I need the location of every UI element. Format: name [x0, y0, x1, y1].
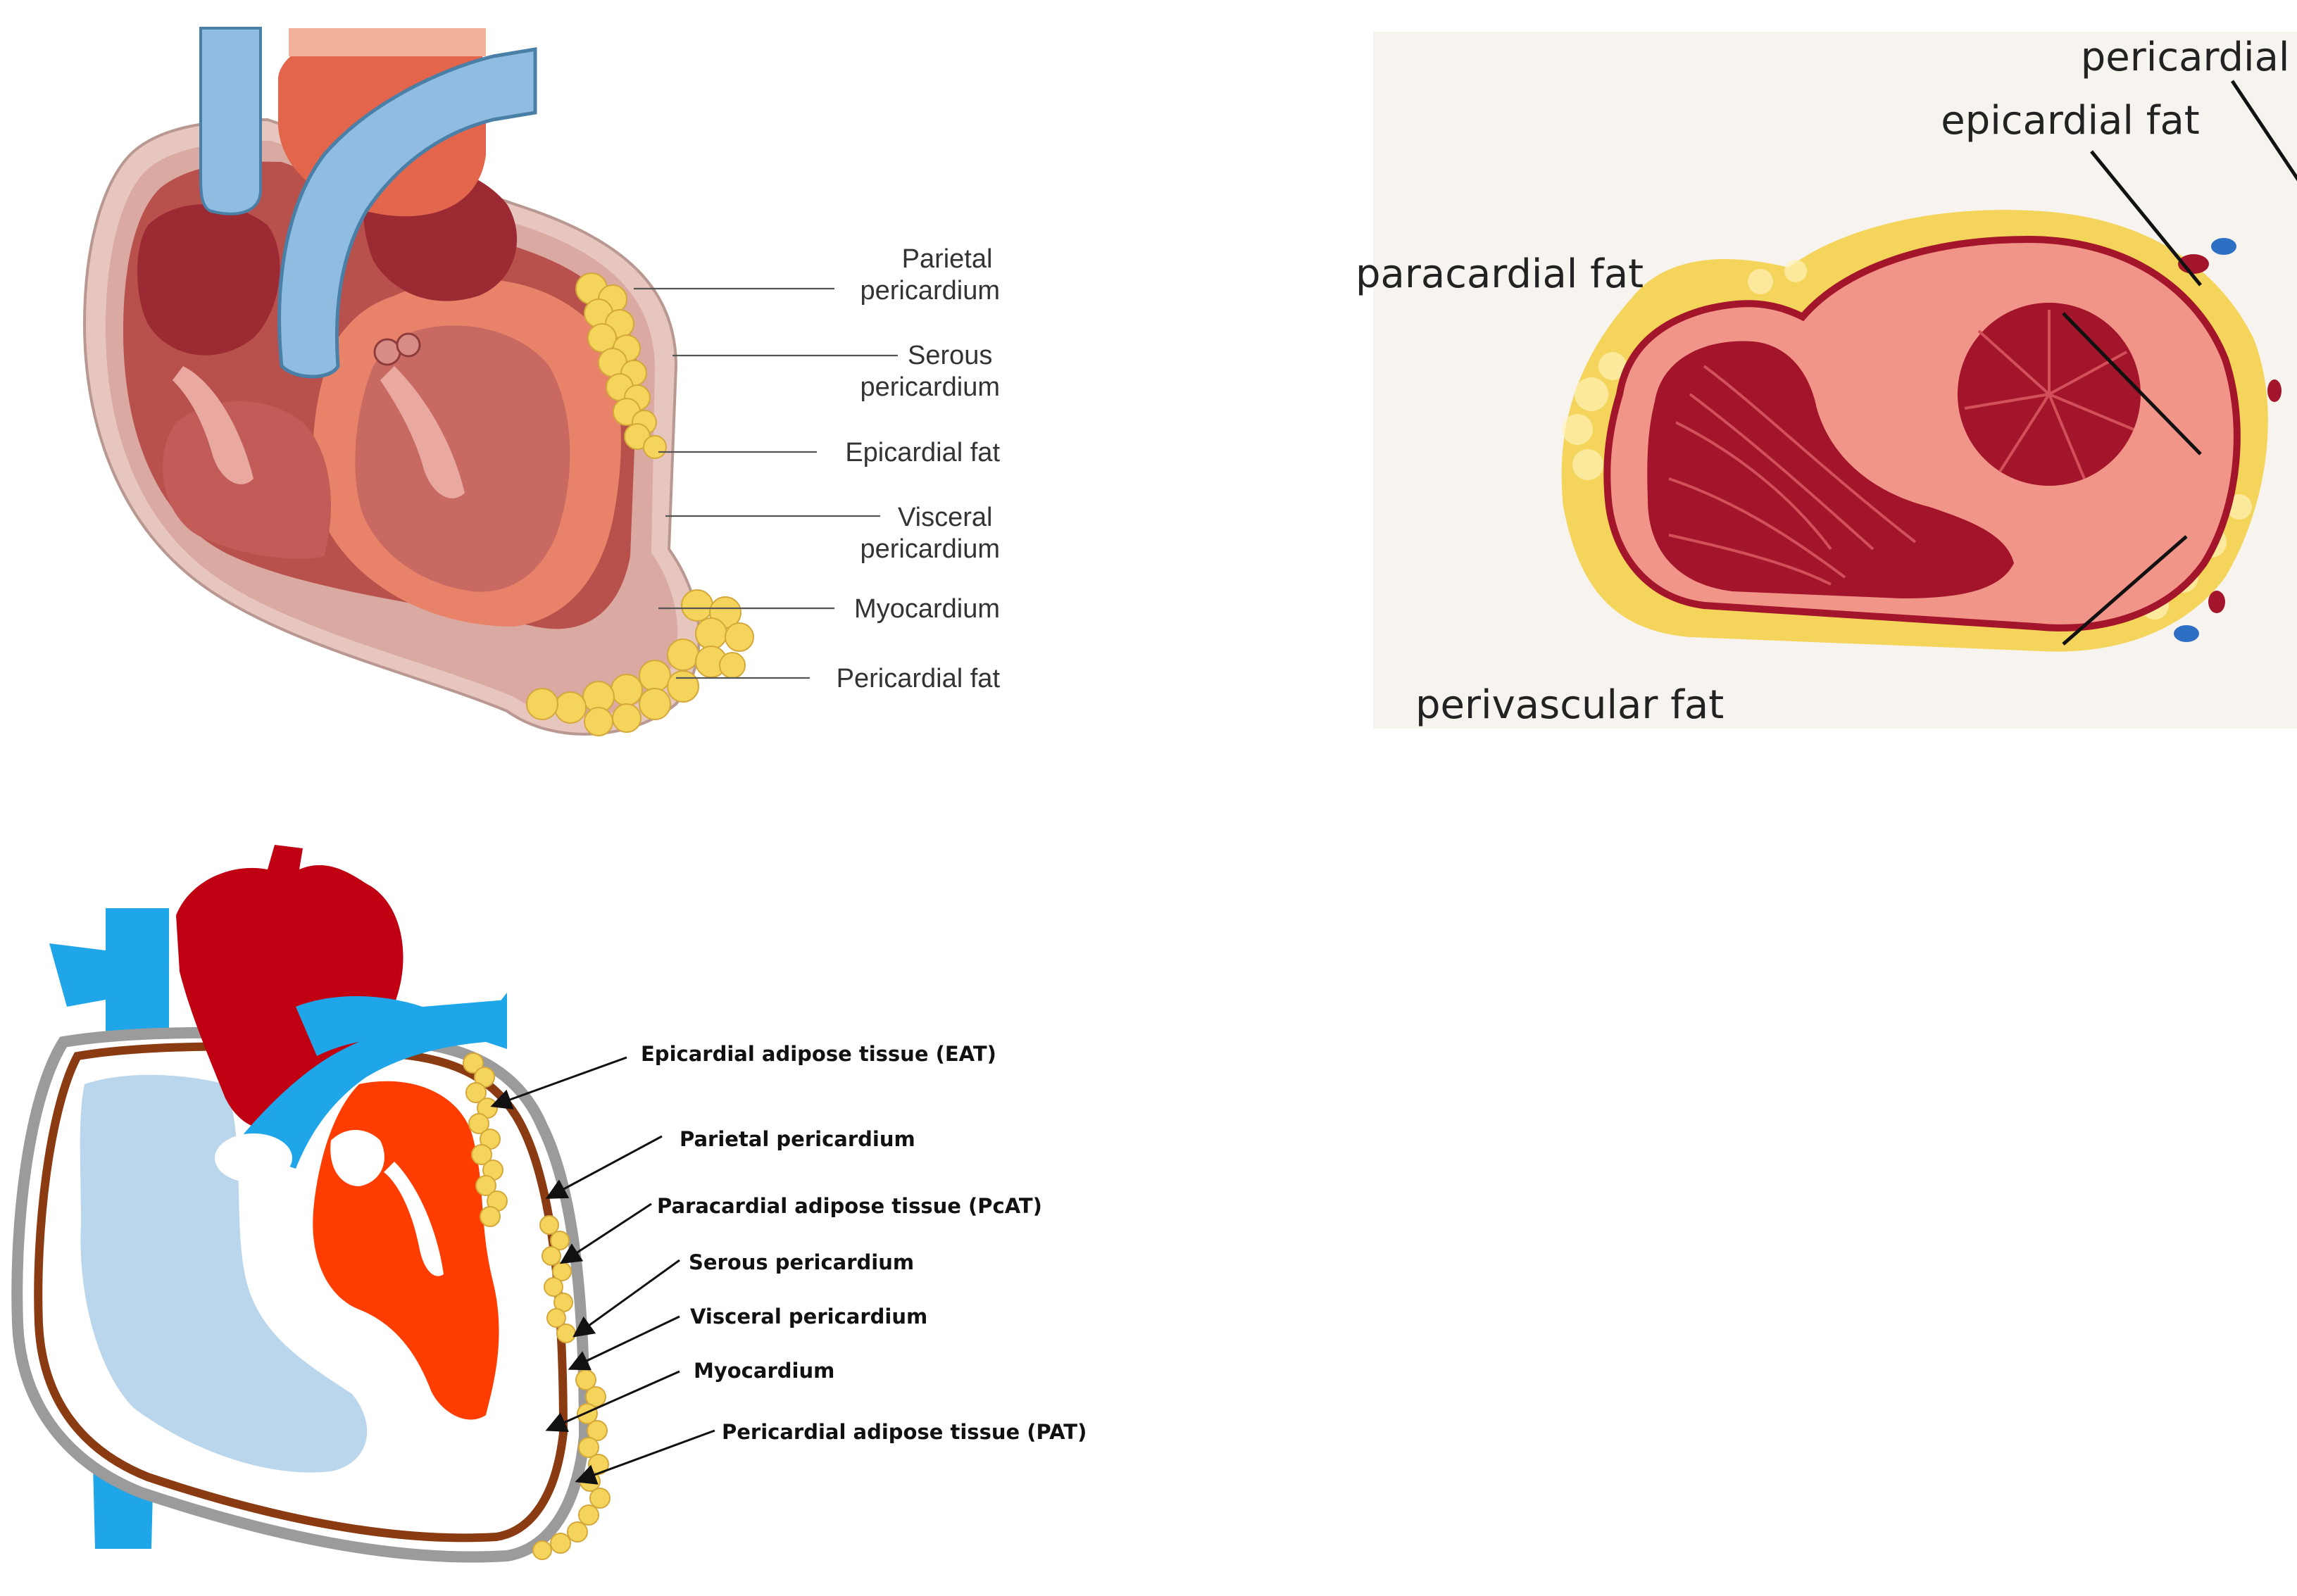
- paracardial-fat-globules: [539, 1215, 576, 1343]
- pulmonary-valve: [215, 1133, 292, 1183]
- leader-arrow: [490, 1056, 627, 1110]
- label-serous-pericardium: Serous pericardium: [689, 1250, 914, 1274]
- superior-vena-cava: [199, 27, 262, 215]
- label-parietal-pericardium: Parietal pericardium: [860, 244, 1000, 306]
- label-pericardial-adipose-tissue: Pericardial adipose tissue (PAT): [722, 1420, 1087, 1444]
- label-visceral-pericardium: Visceral pericardium: [690, 1305, 927, 1328]
- label-epicardial-fat: epicardial fat: [1941, 98, 2199, 144]
- label-epicardial-adipose-tissue: Epicardial adipose tissue (EAT): [641, 1042, 996, 1066]
- epicardial-fat-globules: [575, 272, 667, 459]
- leader-line: [2062, 312, 2202, 455]
- papillary-folds: [1964, 310, 2134, 479]
- right-atrium-ventricle: [80, 1074, 368, 1473]
- leader-arrow: [572, 1259, 680, 1338]
- leader-arrow: [575, 1429, 715, 1485]
- trabeculae: [1668, 365, 1917, 586]
- heart-section-svg: Parietal pericardium Serous pericardium …: [82, 27, 1001, 736]
- tricuspid-valve: [173, 366, 254, 484]
- valve-knob: [373, 338, 401, 366]
- label-myocardium: Myocardium: [694, 1359, 834, 1383]
- right-atrium: [137, 204, 280, 356]
- valve-knob: [396, 332, 421, 358]
- pulmonary-artery: [277, 47, 537, 379]
- label-pericardial-fat: Pericardial fat: [837, 664, 1001, 693]
- short-axis-svg: pericardial fat epicardial fat paracardi…: [1356, 32, 2297, 729]
- panel-schematic-heart: Epicardial adipose tissue (EAT) Parietal…: [0, 831, 1127, 1596]
- label-myocardium: Myocardium: [854, 594, 1000, 624]
- panel-short-axis-section: pericardial fat epicardial fat paracardi…: [1338, 0, 2297, 760]
- label-parietal-pericardium: Parietal pericardium: [680, 1127, 915, 1151]
- label-paracardial-adipose-tissue: Paracardial adipose tissue (PcAT): [657, 1194, 1042, 1218]
- leader-line: [2230, 80, 2297, 182]
- panel-heart-section-illustration: Parietal pericardium Serous pericardium …: [0, 0, 1056, 760]
- pulmonary-branch: [296, 996, 507, 1056]
- label-serous-pericardium: Serous pericardium: [860, 341, 1000, 402]
- leader-line: [2062, 535, 2188, 646]
- label-epicardial-fat: Epicardial fat: [845, 438, 1000, 467]
- left-atrium-cutout: [330, 1130, 384, 1186]
- leader-arrow: [568, 1315, 680, 1371]
- mitral-valve: [380, 366, 465, 498]
- schematic-heart-svg: Epicardial adipose tissue (EAT) Parietal…: [11, 845, 1087, 1563]
- mitral-valve: [384, 1162, 444, 1276]
- leader-arrow: [559, 1202, 652, 1264]
- label-paracardial-fat: paracardial fat: [1356, 251, 1644, 297]
- leader-arrow: [545, 1370, 680, 1432]
- label-visceral-pericardium: Visceral pericardium: [860, 503, 1000, 564]
- leader-line: [2090, 150, 2202, 287]
- label-perivascular-fat: perivascular fat: [1415, 682, 1724, 728]
- brachiocephalic-vein: [49, 943, 106, 1007]
- leader-arrow: [545, 1135, 663, 1199]
- aorta-top: [289, 28, 486, 56]
- right-ventricle-cavity: [1647, 341, 2014, 598]
- label-pericardial-fat: pericardial fat: [2081, 34, 2297, 80]
